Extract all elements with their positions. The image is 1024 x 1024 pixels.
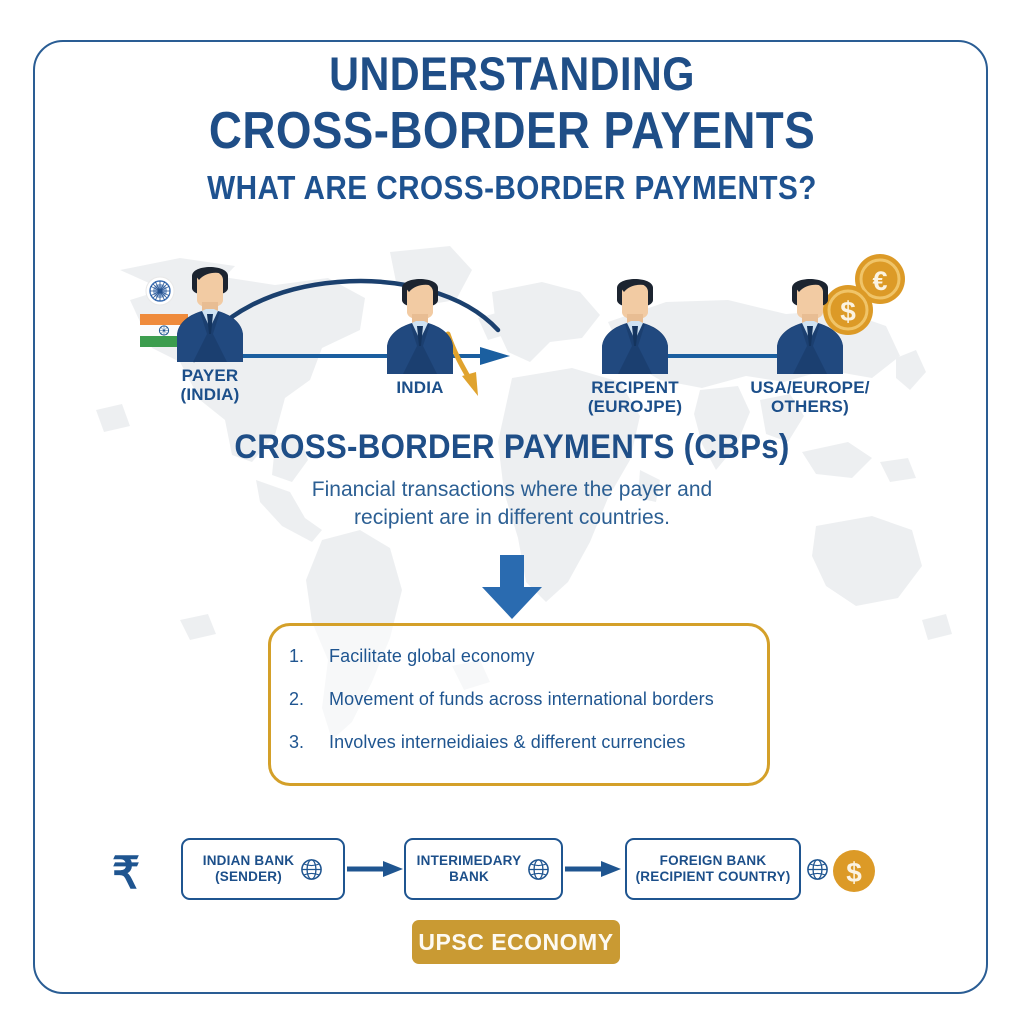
bank-foreign-label: FOREIGN BANK (RECIPIENT COUNTRY) bbox=[635, 853, 791, 884]
rupee-symbol-icon: ₹ bbox=[112, 849, 140, 898]
list-item-number: 1. bbox=[289, 646, 305, 666]
globe-icon bbox=[301, 858, 323, 880]
list-item-number: 2. bbox=[289, 689, 305, 709]
down-arrow-icon bbox=[482, 555, 542, 619]
bank-box-indian[interactable]: INDIAN BANK (SENDER) bbox=[181, 838, 345, 900]
bank-box-intermediary[interactable]: INTERIMEDARY BANK bbox=[404, 838, 563, 900]
bank-intermediary-label: INTERIMEDARY BANK bbox=[416, 853, 522, 884]
list-item-text: Facilitate global economy bbox=[329, 646, 535, 666]
svg-text:₹: ₹ bbox=[112, 849, 140, 898]
person-recipient-label: RECIPENT (EUROJPE) bbox=[587, 378, 683, 417]
person-destination: USA/EUROPE/ OTHERS) bbox=[750, 270, 869, 416]
page-subtitle: WHAT ARE CROSS-BORDER PAYMENTS? bbox=[207, 169, 817, 206]
bank-flow-arrow-1 bbox=[347, 861, 403, 877]
euro-coin-icon: € bbox=[855, 254, 905, 304]
globe-icon bbox=[528, 858, 550, 880]
bank-flow-arrow-2 bbox=[565, 861, 621, 877]
list-item-number: 3. bbox=[289, 732, 305, 752]
svg-text:€: € bbox=[872, 266, 887, 296]
currency-coins-group: € $ bbox=[823, 254, 905, 335]
key-points-box: 1. Facilitate global economy 2. Movement… bbox=[268, 623, 770, 786]
bank-box-foreign[interactable]: FOREIGN BANK (RECIPIENT COUNTRY) bbox=[625, 838, 801, 900]
person-india: INDIA bbox=[383, 270, 457, 397]
person-recipient: RECIPENT (EUROJPE) bbox=[588, 270, 682, 416]
svg-text:$: $ bbox=[840, 296, 856, 327]
list-item: 1. Facilitate global economy bbox=[289, 646, 759, 667]
title-line-2: CROSS-BORDER PAYENTS bbox=[208, 102, 816, 160]
india-flag-icon bbox=[140, 314, 188, 347]
list-item: 3. Involves interneidiaies & different c… bbox=[289, 732, 759, 753]
definition-heading: CROSS-BORDER PAYMENTS (CBPs) bbox=[234, 428, 790, 466]
people-flow-row: € $ PAYER (INDIA) bbox=[0, 252, 1024, 416]
person-payer: PAYER (INDIA) bbox=[173, 258, 247, 404]
list-item: 2. Movement of funds across internationa… bbox=[289, 689, 759, 710]
list-item-text: Involves interneidiaies & different curr… bbox=[329, 732, 686, 752]
list-item-text: Movement of funds across international b… bbox=[329, 689, 714, 709]
dollar-coin-icon: $ bbox=[823, 285, 873, 335]
ashoka-chakra-icon bbox=[145, 276, 175, 306]
definition-description: Financial transactions where the payer a… bbox=[311, 478, 713, 530]
definition-block: CROSS-BORDER PAYMENTS (CBPs) Financial t… bbox=[0, 428, 1024, 532]
key-points-list: 1. Facilitate global economy 2. Movement… bbox=[289, 646, 759, 753]
title-line-1: UNDERSTANDING bbox=[329, 47, 695, 100]
dollar-coin-icon: $ bbox=[833, 850, 875, 892]
footer-badge: UPSC ECONOMY bbox=[412, 920, 620, 964]
svg-text:$: $ bbox=[846, 857, 862, 888]
globe-icon bbox=[807, 859, 828, 880]
person-payer-label: PAYER (INDIA) bbox=[180, 366, 240, 405]
bank-flow-row: ₹ INDIAN BANK (SENDER) INTERIMEDAR bbox=[0, 838, 1024, 908]
person-india-label: INDIA bbox=[396, 378, 444, 397]
bank-indian-label: INDIAN BANK (SENDER) bbox=[202, 853, 295, 884]
person-destination-label: USA/EUROPE/ OTHERS) bbox=[750, 378, 870, 417]
header-block: UNDERSTANDING CROSS-BORDER PAYENTS WHAT … bbox=[0, 50, 1024, 204]
